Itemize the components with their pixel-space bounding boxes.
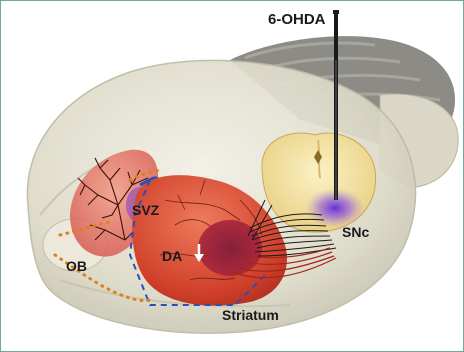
da-label: DA	[162, 249, 182, 263]
svz-label: SVZ	[132, 203, 159, 217]
snc-label: SNc	[342, 225, 369, 239]
striatum-label: Striatum	[222, 308, 279, 322]
toxin-label: 6-OHDA	[268, 12, 326, 27]
ob-label: OB	[66, 259, 87, 273]
